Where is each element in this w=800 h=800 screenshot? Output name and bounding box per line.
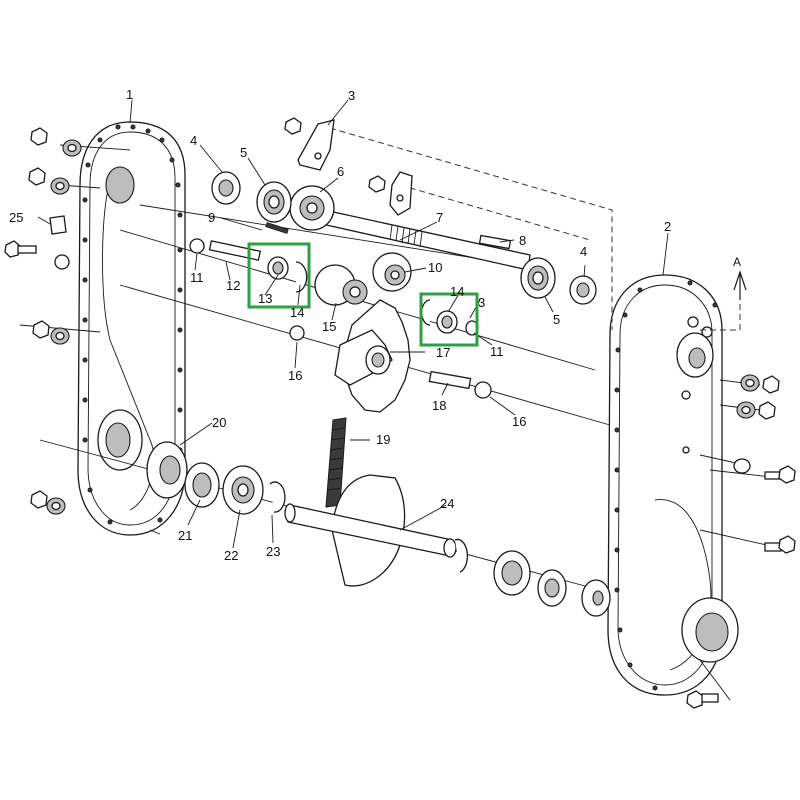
brackets [284, 117, 413, 216]
callout-23: 23 [266, 544, 280, 559]
callout-24: 24 [440, 496, 454, 511]
callout-labels: 1 2 3 3 4 4 5 5 6 7 8 9 10 11 11 12 13 1… [9, 87, 671, 563]
callout-14-right: 14 [450, 284, 464, 299]
callout-8: 8 [519, 233, 526, 248]
upper-shaft-and-gears [211, 171, 597, 305]
callout-4-left: 4 [190, 133, 197, 148]
callout-3-top: 3 [348, 88, 355, 103]
callout-17: 17 [436, 345, 450, 360]
callout-7: 7 [436, 210, 443, 225]
callout-22: 22 [224, 548, 238, 563]
callout-5-left: 5 [240, 145, 247, 160]
gear-17-assembly [189, 238, 492, 413]
callout-2: 2 [664, 219, 671, 234]
callout-21: 21 [178, 528, 192, 543]
right-fasteners [686, 374, 796, 709]
callout-19: 19 [376, 432, 390, 447]
left-housing [77, 121, 186, 536]
left-bearing-set [146, 441, 286, 515]
highlight-box-right [419, 292, 479, 347]
callout-25: 25 [9, 210, 23, 225]
callout-16-left: 16 [288, 368, 302, 383]
view-marker: A [733, 255, 747, 300]
callout-12: 12 [226, 278, 240, 293]
highlight-boxes [247, 242, 479, 347]
callout-11-right: 11 [490, 344, 504, 359]
callout-13: 13 [258, 291, 272, 306]
highlight-box-left [247, 242, 311, 309]
callout-16-right: 16 [512, 414, 526, 429]
left-fasteners [4, 127, 82, 515]
cluster-gears [314, 252, 412, 306]
callout-14-left: 14 [290, 305, 304, 320]
callout-20: 20 [212, 415, 226, 430]
callout-9: 9 [208, 210, 215, 225]
right-housing [607, 274, 739, 696]
callout-4-right: 4 [580, 244, 587, 259]
callout-11-left: 11 [190, 270, 204, 285]
callout-10: 10 [428, 260, 442, 275]
callout-15: 15 [322, 319, 336, 334]
callout-3-right: 3 [478, 295, 485, 310]
view-marker-label: A [733, 255, 741, 269]
callout-1: 1 [126, 87, 133, 102]
callout-6: 6 [337, 164, 344, 179]
callout-5-right: 5 [553, 312, 560, 327]
shaft-12-assembly [191, 222, 308, 293]
callout-18: 18 [432, 398, 446, 413]
axle-24-assembly [284, 474, 611, 617]
